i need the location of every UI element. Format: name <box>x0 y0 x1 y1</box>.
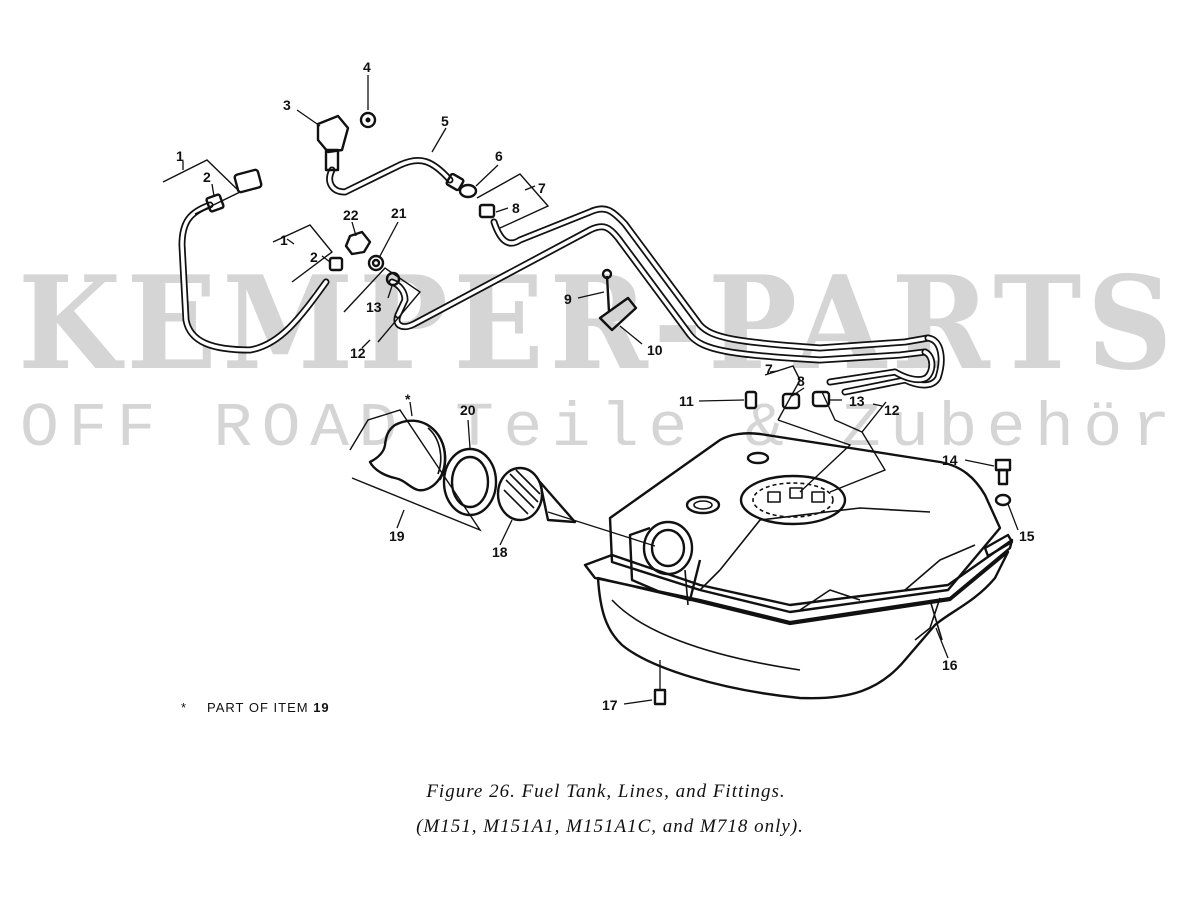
note-star: * <box>181 700 187 715</box>
note-text-body: PART OF ITEM <box>207 700 313 715</box>
callout-9: 9 <box>564 291 572 307</box>
callout-star: * <box>405 391 411 407</box>
caption-line-1: Figure 26. Fuel Tank, Lines, and Fitting… <box>425 781 785 802</box>
caption-line-2: (M151, M151A1, M151A1C, and M718 only). <box>416 816 804 837</box>
callout-15: 15 <box>1019 528 1035 544</box>
callout-10: 10 <box>647 342 663 358</box>
callout-7-upper: 7 <box>538 180 546 196</box>
callout-11: 11 <box>679 393 694 409</box>
callout-8-right: 8 <box>797 373 805 389</box>
part-note: * PART OF ITEM 19 <box>181 700 330 715</box>
watermark: KEMPER-PARTS OFF ROAD Teile & Zubehör <box>18 249 1180 464</box>
callout-7-right: 7 <box>765 361 773 377</box>
watermark-line1: KEMPER-PARTS <box>18 249 1178 399</box>
callout-19: 19 <box>389 528 405 544</box>
note-item-number: 19 <box>313 700 329 715</box>
fuel-tank <box>583 432 1014 700</box>
callout-22: 22 <box>343 207 359 223</box>
callout-1-upper: 1 <box>176 148 184 164</box>
callout-12-left: 12 <box>350 345 366 361</box>
note-text: PART OF ITEM 19 <box>207 700 330 715</box>
callout-14: 14 <box>942 452 958 468</box>
figure-caption: Figure 26. Fuel Tank, Lines, and Fitting… <box>416 781 804 837</box>
callout-labels: 1 2 3 4 5 6 7 8 1 2 22 21 13 12 9 10 7 8… <box>176 59 1035 713</box>
leaders <box>162 75 1019 705</box>
callout-3: 3 <box>283 97 291 113</box>
callout-8-upper: 8 <box>512 200 520 216</box>
callout-4: 4 <box>363 59 371 75</box>
callout-12-right: 12 <box>884 402 900 418</box>
fuel-lines <box>178 157 945 396</box>
callout-6: 6 <box>495 148 503 164</box>
callout-13-right: 13 <box>849 393 865 409</box>
callout-20: 20 <box>460 402 476 418</box>
callout-21: 21 <box>391 205 407 221</box>
callout-2-upper: 2 <box>203 169 211 185</box>
callout-16: 16 <box>942 657 958 673</box>
callout-5: 5 <box>441 113 449 129</box>
callout-1-lower: 1 <box>280 232 288 248</box>
fittings <box>205 111 1012 706</box>
callout-2-lower: 2 <box>310 249 318 265</box>
watermark-line2: OFF ROAD Teile & Zubehör <box>20 393 1180 464</box>
callout-17: 17 <box>602 697 618 713</box>
callout-13-left: 13 <box>366 299 382 315</box>
callout-18: 18 <box>492 544 508 560</box>
